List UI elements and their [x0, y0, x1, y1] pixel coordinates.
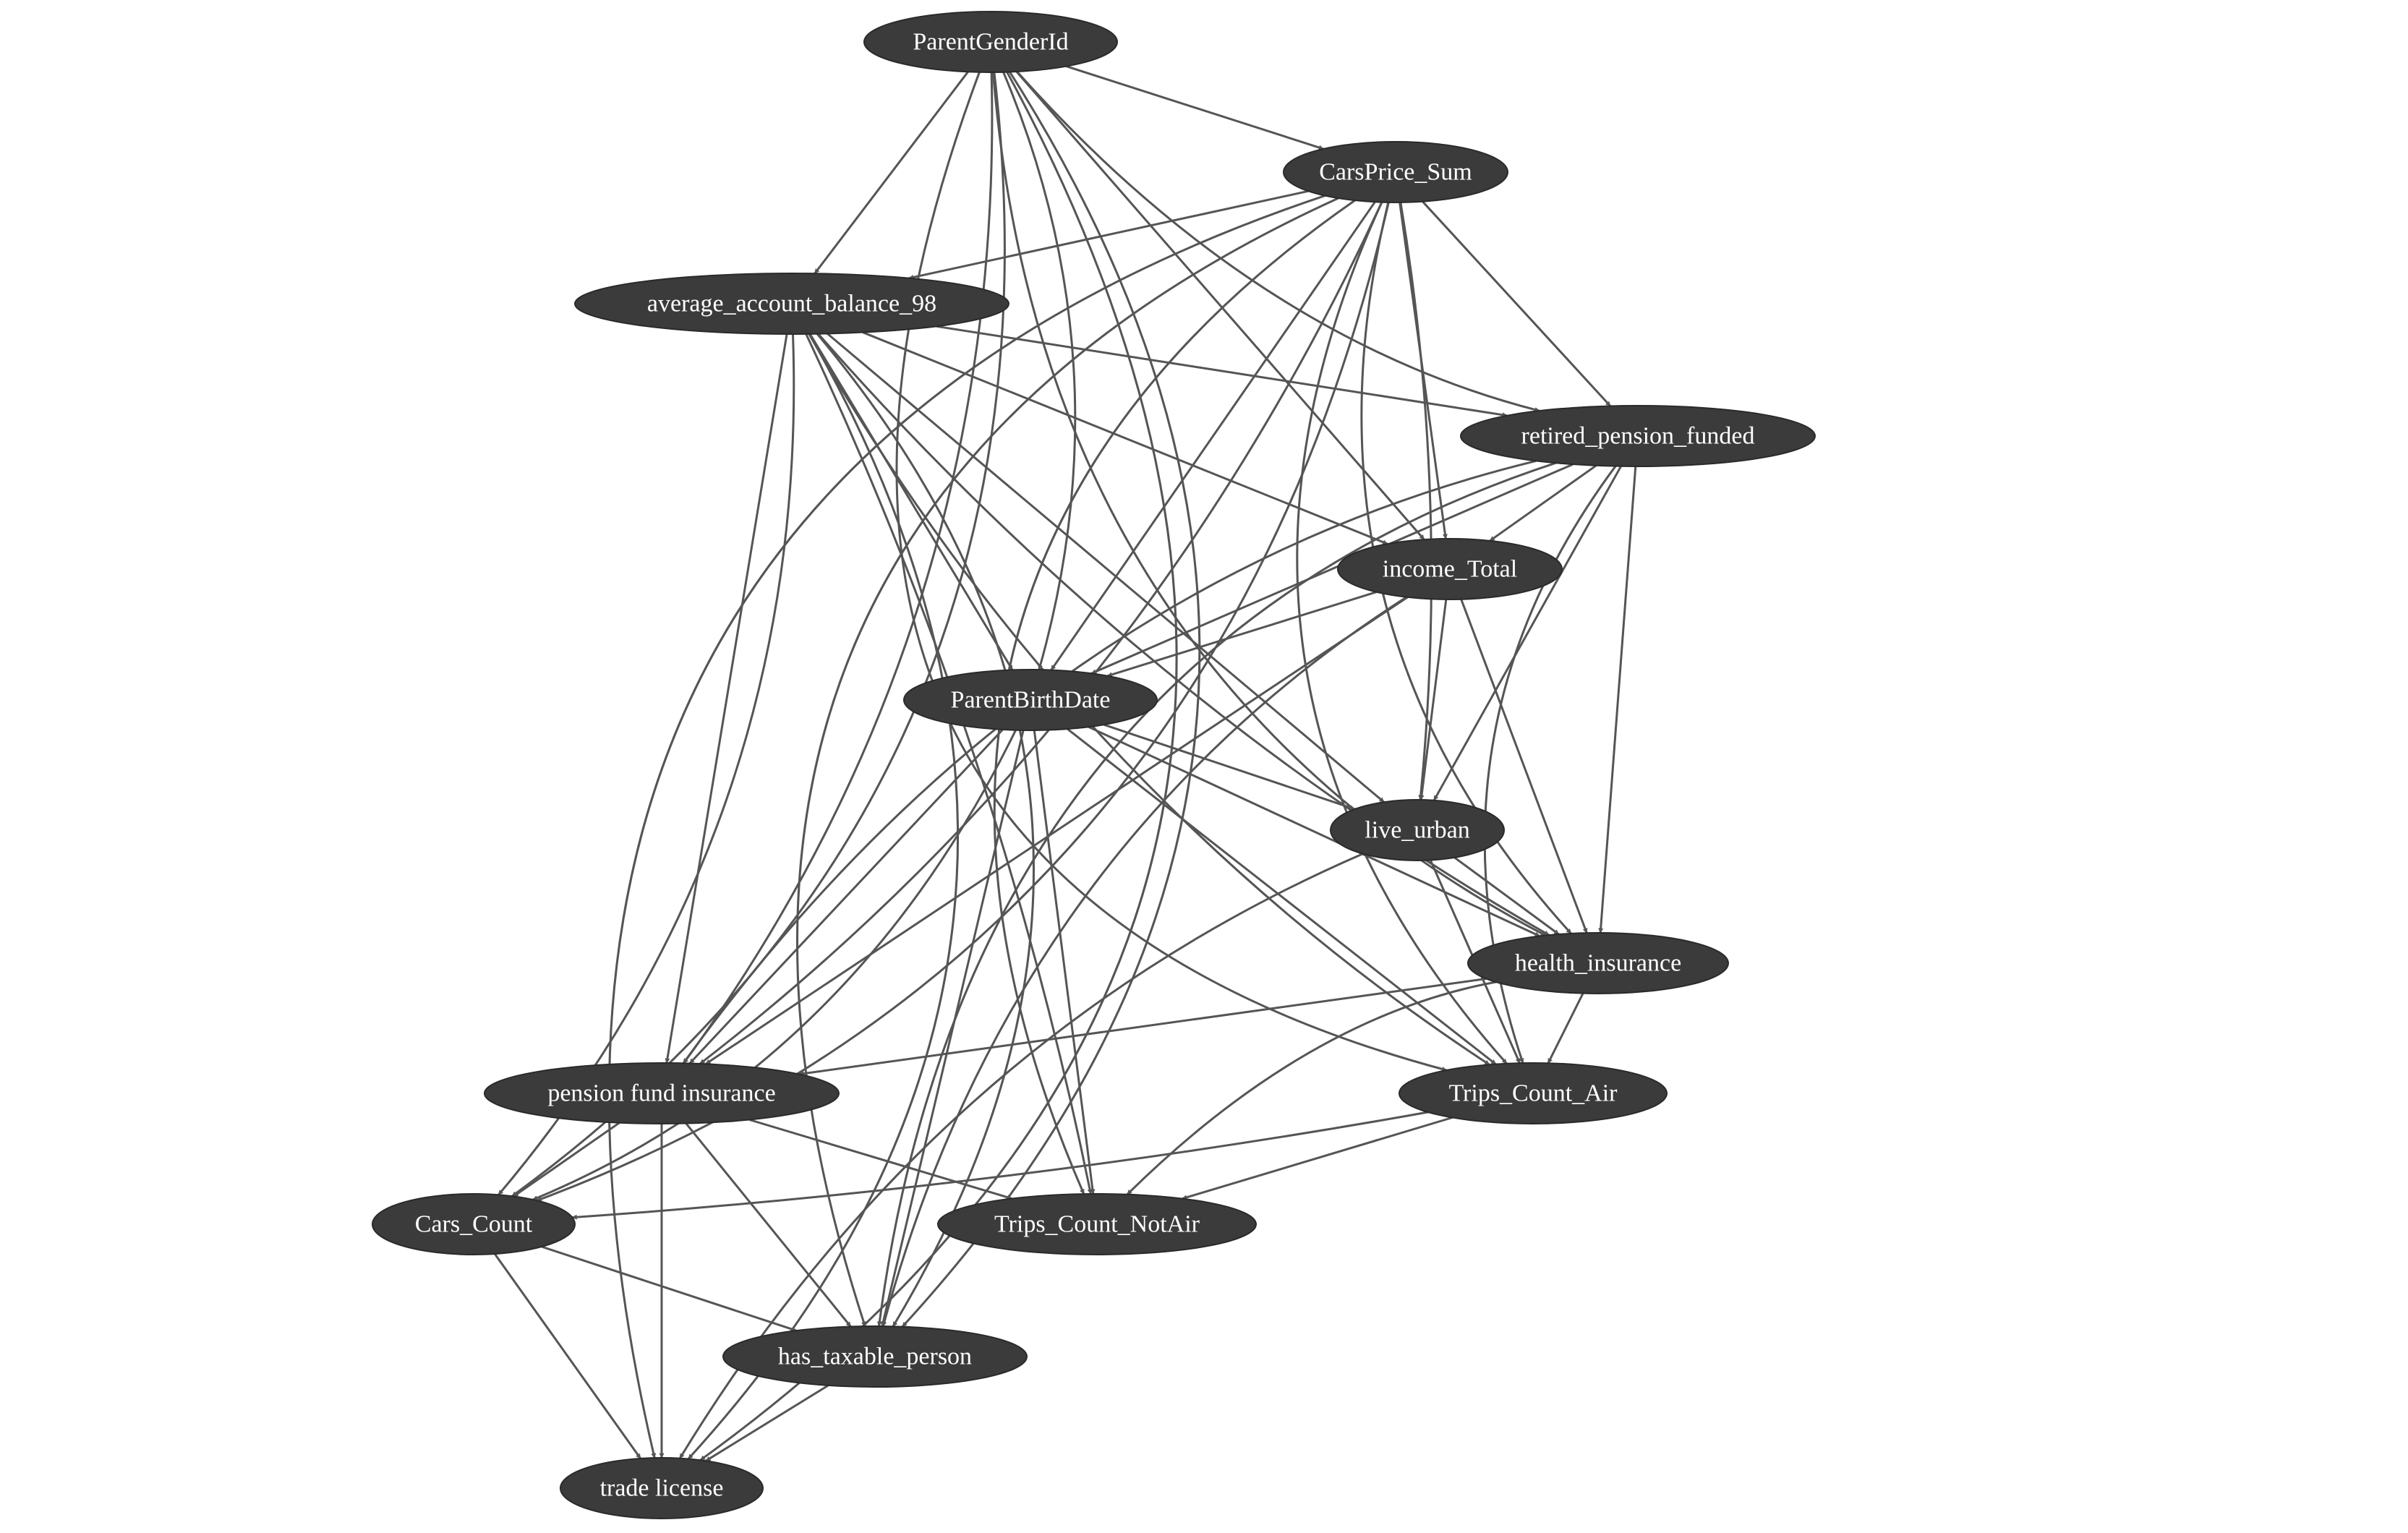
edge-ParentGenderId-to-CarsPrice_Sum [1066, 65, 1324, 150]
node-label: Trips_Count_NotAir [994, 1211, 1200, 1238]
node-label: Cars_Count [415, 1211, 533, 1238]
node-label: has_taxable_person [778, 1344, 972, 1370]
edge-Trips_Count_Air-to-Trips_Count_NotAir [1182, 1116, 1453, 1200]
node-average_account_balance_98: average_account_balance_98 [574, 273, 1009, 335]
node-label: retired_pension_funded [1521, 423, 1755, 450]
edge-CarsPrice_Sum-to-Trips_Count_NotAir [993, 199, 1356, 1195]
edge-ParentBirthDate-to-pension_fund_insurance [688, 728, 1004, 1064]
node-health_insurance: health_insurance [1467, 932, 1729, 994]
edge-health_insurance-to-pension_fund_insurance [798, 978, 1487, 1077]
node-label: ParentGenderId [913, 29, 1068, 56]
edge-retired_pension_funded-to-health_insurance [1598, 466, 1637, 934]
edge-pension_fund_insurance-to-has_taxable_person [685, 1122, 852, 1328]
edge-ParentGenderId-to-average_account_balance_98 [814, 71, 969, 275]
node-ellipse [1330, 799, 1505, 861]
node-ParentBirthDate: ParentBirthDate [903, 669, 1158, 731]
edge-ParentBirthDate-to-Trips_Count_Air [1067, 728, 1497, 1065]
edge-retired_pension_funded-to-ParentBirthDate [1090, 463, 1574, 675]
edge-ParentBirthDate-to-Cars_Count [532, 730, 1017, 1201]
edge-pension_fund_insurance-to-Cars_Count [513, 1122, 620, 1197]
node-label: trade license [600, 1475, 724, 1502]
edge-average_account_balance_98-to-health_insurance [817, 333, 1550, 936]
edge-ParentGenderId-to-retired_pension_funded [1016, 71, 1540, 412]
edge-ParentGenderId-to-ParentBirthDate [1002, 72, 1077, 670]
edge-live_urban-to-health_insurance [1453, 856, 1560, 936]
node-label: health_insurance [1515, 950, 1681, 977]
node-trade_license: trade license [560, 1457, 764, 1519]
edge-average_account_balance_98-to-trade_license [687, 333, 960, 1460]
node-ellipse [1399, 1062, 1668, 1124]
node-ellipse [722, 1325, 1028, 1388]
node-ParentGenderId: ParentGenderId [863, 11, 1118, 73]
edge-Cars_Count-to-trade_license [494, 1253, 641, 1459]
edge-ParentGenderId-to-income_Total [1015, 71, 1425, 541]
edge-ParentBirthDate-to-has_taxable_person [880, 730, 1025, 1327]
node-label: Trips_Count_Air [1448, 1080, 1618, 1107]
node-live_urban: live_urban [1330, 799, 1505, 861]
node-ellipse [937, 1193, 1257, 1255]
node-ellipse [574, 273, 1009, 335]
edge-has_taxable_person-to-trade_license [705, 1384, 829, 1462]
edge-average_account_balance_98-to-retired_pension_funded [936, 325, 1508, 418]
node-ellipse [1467, 932, 1729, 994]
edge-average_account_balance_98-to-Trips_Count_NotAir [805, 333, 1093, 1195]
node-label: live_urban [1365, 817, 1469, 844]
node-retired_pension_funded: retired_pension_funded [1460, 405, 1816, 467]
node-Trips_Count_Air: Trips_Count_Air [1399, 1062, 1668, 1124]
edge-health_insurance-to-Trips_Count_Air [1547, 993, 1584, 1064]
edge-Cars_Count-to-has_taxable_person [541, 1245, 797, 1332]
node-ellipse [560, 1457, 764, 1519]
node-label: CarsPrice_Sum [1319, 159, 1472, 186]
edge-CarsPrice_Sum-to-average_account_balance_98 [908, 189, 1309, 280]
node-has_taxable_person: has_taxable_person [722, 1325, 1028, 1388]
edge-income_Total-to-live_urban [1419, 599, 1448, 800]
edge-ParentBirthDate-to-Trips_Count_NotAir [1033, 730, 1096, 1195]
edge-CarsPrice_Sum-to-live_urban [1399, 202, 1433, 800]
node-Cars_Count: Cars_Count [372, 1193, 576, 1255]
node-label: income_Total [1383, 556, 1517, 583]
edge-CarsPrice_Sum-to-retired_pension_funded [1422, 200, 1612, 407]
edge-average_account_balance_98-to-has_taxable_person [816, 333, 1036, 1328]
edge-income_Total-to-has_taxable_person [881, 596, 1407, 1327]
edge-CarsPrice_Sum-to-trade_license [607, 195, 1325, 1459]
edge-CarsPrice_Sum-to-ParentBirthDate [1050, 201, 1376, 671]
node-label: pension fund insurance [547, 1080, 775, 1107]
edge-ParentBirthDate-to-live_urban [1103, 723, 1356, 811]
node-ellipse [863, 11, 1118, 73]
edge-retired_pension_funded-to-live_urban [1433, 466, 1622, 801]
edge-income_Total-to-pension_fund_insurance [705, 596, 1409, 1065]
edge-average_account_balance_98-to-ParentBirthDate [808, 333, 1014, 671]
node-income_Total: income_Total [1337, 538, 1563, 600]
node-label: ParentBirthDate [951, 687, 1111, 714]
edge-Trips_Count_Air-to-Cars_Count [571, 1111, 1428, 1220]
edge-average_account_balance_98-to-income_Total [862, 331, 1388, 545]
node-ellipse [372, 1193, 576, 1255]
edge-income_Total-to-health_insurance [1460, 599, 1588, 934]
node-CarsPrice_Sum: CarsPrice_Sum [1283, 141, 1508, 203]
edge-health_insurance-to-Trips_Count_NotAir [1126, 981, 1496, 1195]
edge-retired_pension_funded-to-income_Total [1489, 464, 1597, 542]
edge-ParentBirthDate-to-health_insurance [1088, 725, 1540, 937]
edge-average_account_balance_98-to-Trips_Count_Air [808, 333, 1490, 1066]
edge-average_account_balance_98-to-live_urban [827, 333, 1385, 803]
node-ellipse [1460, 405, 1816, 467]
edge-ParentGenderId-to-trade_license [699, 71, 1178, 1461]
edge-average_account_balance_98-to-pension_fund_insurance [665, 333, 788, 1064]
node-ellipse [1283, 141, 1508, 203]
node-Trips_Count_NotAir: Trips_Count_NotAir [937, 1193, 1257, 1255]
edge-pension_fund_insurance-to-Trips_Count_NotAir [748, 1119, 1012, 1200]
edge-retired_pension_funded-to-has_taxable_person [876, 461, 1557, 1327]
node-ellipse [903, 669, 1158, 731]
node-ellipse [484, 1062, 840, 1124]
edge-ParentGenderId-to-has_taxable_person [901, 71, 1201, 1328]
edge-income_Total-to-ParentBirthDate [1107, 591, 1377, 678]
node-pension_fund_insurance: pension fund insurance [484, 1062, 840, 1124]
node-ellipse [1337, 538, 1563, 600]
edge-ParentGenderId-to-pension_fund_insurance [683, 72, 994, 1064]
node-label: average_account_balance_98 [647, 291, 936, 317]
edge-CarsPrice_Sum-to-Trips_Count_Air [1296, 202, 1508, 1064]
